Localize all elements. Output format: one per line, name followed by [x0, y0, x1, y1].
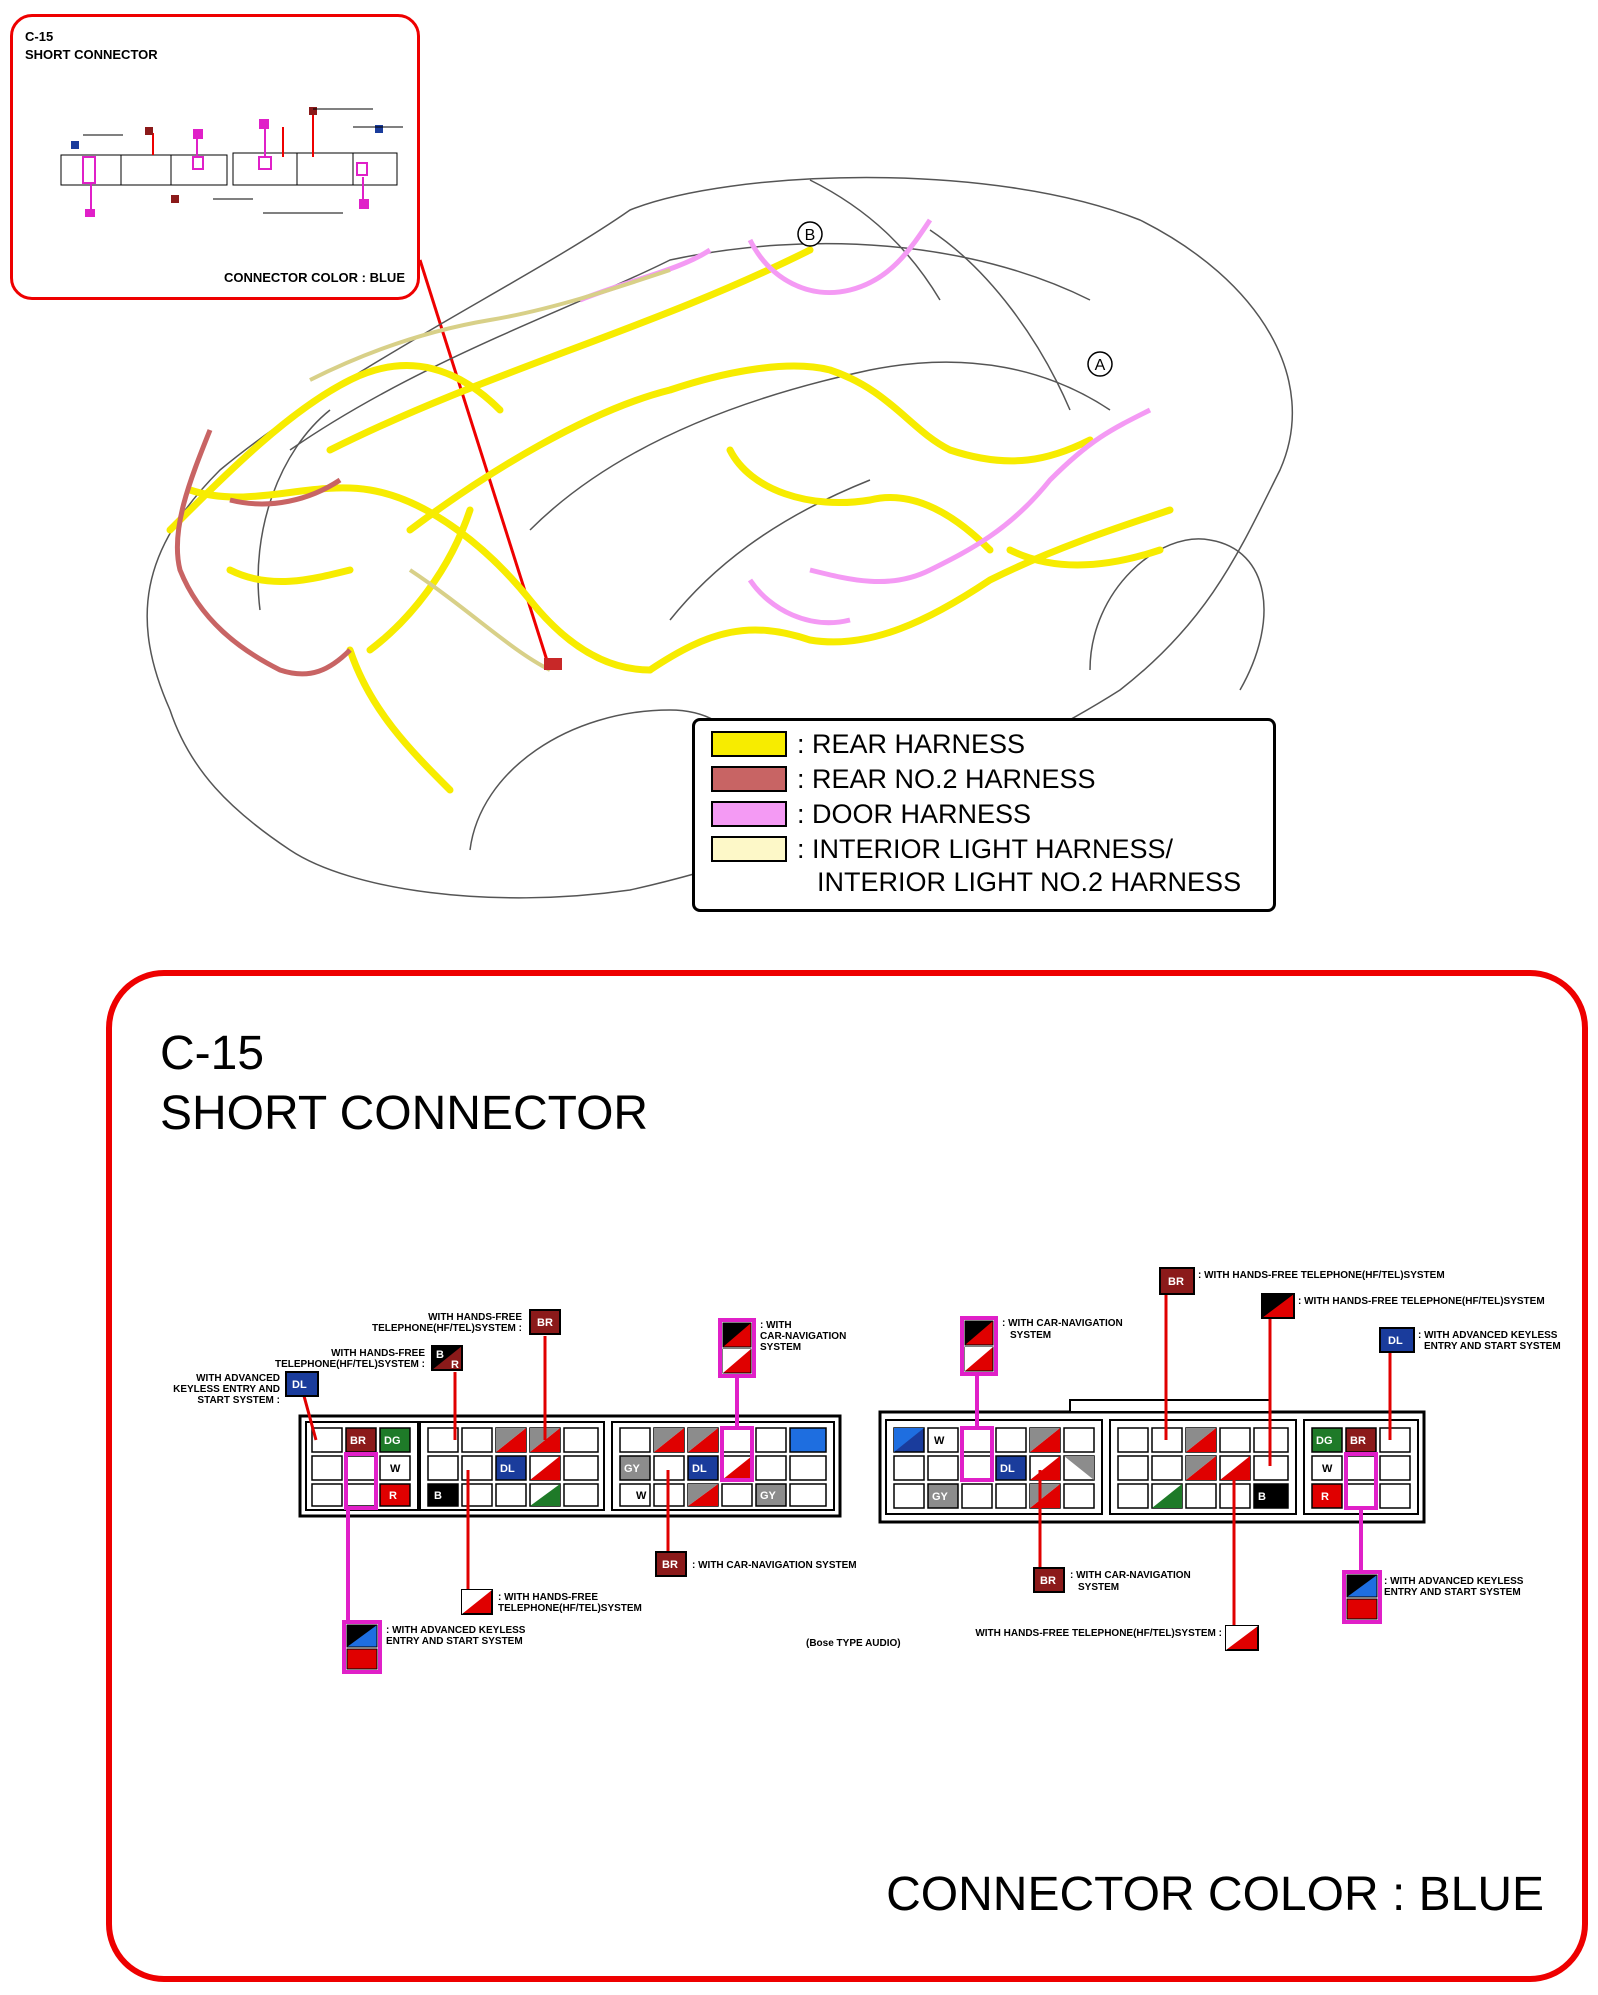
- right-connector: DL GY B DG BR R W W: [878, 1399, 1426, 1524]
- panel-name: SHORT CONNECTOR: [160, 1087, 649, 1140]
- badge-keyless-left: [342, 1620, 382, 1674]
- panel-connector-color: CONNECTOR COLOR : BLUE: [886, 1868, 1544, 1921]
- caption-keyless-dl-right-1: : WITH ADVANCED KEYLESS: [1418, 1330, 1558, 1341]
- legend-item-interior-light-harness: : INTERIOR LIGHT HARNESS/: [711, 834, 1173, 864]
- caption-hf-br-left-2: TELEPHONE(HF/TEL)SYSTEM :: [372, 1323, 522, 1334]
- caption-keyless-left-2: ENTRY AND START SYSTEM: [386, 1636, 523, 1647]
- badge-hf-br-split-left: B R: [431, 1345, 463, 1371]
- caption-hf-split-left-2: TELEPHONE(HF/TEL)SYSTEM :: [275, 1359, 425, 1370]
- caption-keyless-dl-left-3: START SYSTEM :: [197, 1395, 280, 1406]
- car-marker-b: B: [805, 227, 816, 244]
- pin-code-r: R: [389, 1490, 397, 1502]
- car-wiring-illustration: B A: [146, 176, 1294, 899]
- pin-code-gy: GY: [624, 1463, 641, 1475]
- caption-keyless-dl-left-2: KEYLESS ENTRY AND: [173, 1384, 280, 1395]
- badge-keyless-right: [1342, 1570, 1382, 1624]
- panel-code: C-15: [160, 1027, 265, 1080]
- caption-keyless-dl-right-2: ENTRY AND START SYSTEM: [1424, 1341, 1561, 1352]
- caption-keyless-left-1: : WITH ADVANCED KEYLESS: [386, 1625, 526, 1636]
- caption-hf-br2-right: : WITH HANDS-FREE TELEPHONE(HF/TEL)SYSTE…: [1298, 1296, 1545, 1307]
- svg-text:R: R: [451, 1359, 459, 1371]
- pin-code-b: B: [434, 1490, 442, 1502]
- pin-code-dg: DG: [1316, 1435, 1333, 1447]
- caption-nav-right-1: : WITH CAR-NAVIGATION: [1002, 1318, 1123, 1329]
- badge-hf-br-right: BR: [1159, 1267, 1195, 1295]
- badge-nav-right: [960, 1316, 998, 1376]
- inset-mini-diagram: [60, 107, 403, 217]
- legend-swatch: [711, 801, 787, 827]
- badge-keyless-dl-right: DL: [1379, 1327, 1415, 1353]
- pin-code-w: W: [636, 1490, 647, 1502]
- caption-keyless-dl-left-1: WITH ADVANCED: [196, 1373, 280, 1384]
- caption-hf-br-right: : WITH HANDS-FREE TELEPHONE(HF/TEL)SYSTE…: [1198, 1270, 1445, 1281]
- legend-item-door-harness: : DOOR HARNESS: [711, 799, 1031, 829]
- inset-code: C-15: [25, 29, 54, 44]
- legend-swatch: [711, 836, 787, 862]
- car-marker-a: A: [1095, 357, 1106, 374]
- badge-hf-br-left: BR: [529, 1309, 561, 1335]
- pin-code-dl: DL: [1000, 1463, 1015, 1475]
- legend-label: : REAR HARNESS: [797, 728, 1026, 759]
- caption-keyless-right-1: : WITH ADVANCED KEYLESS: [1384, 1576, 1524, 1587]
- left-connector: BR DG DL B R GY DL GY W W: [298, 1414, 842, 1518]
- pin-code-dl: DL: [500, 1463, 515, 1475]
- caption-hf-wr-right: WITH HANDS-FREE TELEPHONE(HF/TEL)SYSTEM …: [975, 1628, 1222, 1639]
- caption-hf-wr-left-2: TELEPHONE(HF/TEL)SYSTEM: [498, 1603, 642, 1614]
- pin-code-gy: GY: [760, 1490, 777, 1502]
- badge-hf-br2-right: [1261, 1293, 1295, 1319]
- pin-code-br: BR: [350, 1435, 366, 1447]
- caption-hf-split-left-1: WITH HANDS-FREE: [331, 1348, 425, 1359]
- svg-text:BR: BR: [1040, 1575, 1056, 1587]
- legend-swatch: [711, 766, 787, 792]
- badge-keyless-dl-left: DL: [285, 1371, 319, 1397]
- svg-text:DL: DL: [292, 1379, 307, 1391]
- inset-connector-color: CONNECTOR COLOR : BLUE: [223, 270, 405, 285]
- caption-nav-left-1: : WITH: [760, 1320, 792, 1331]
- legend-item-rear-no2-harness: : REAR NO.2 HARNESS: [711, 764, 1096, 794]
- legend-label-continuation: INTERIOR LIGHT NO.2 HARNESS: [817, 867, 1242, 897]
- pin-code-dg: DG: [384, 1435, 401, 1447]
- caption-nav-br-left: : WITH CAR-NAVIGATION SYSTEM: [692, 1560, 857, 1571]
- legend-swatch: [711, 731, 787, 757]
- pin-code-dl: DL: [692, 1463, 707, 1475]
- svg-text:DL: DL: [1388, 1335, 1403, 1347]
- pin-code-b: B: [1258, 1491, 1266, 1503]
- legend-label: : DOOR HARNESS: [797, 798, 1032, 829]
- pin-code-br: BR: [1350, 1435, 1366, 1447]
- badge-hf-wr-right: [1225, 1625, 1259, 1651]
- caption-nav-left-2: CAR-NAVIGATION: [760, 1331, 846, 1342]
- svg-text:BR: BR: [537, 1317, 553, 1329]
- pin-code-w: W: [1322, 1463, 1333, 1475]
- badge-hf-wr-left: [461, 1589, 493, 1615]
- inset-name: SHORT CONNECTOR: [25, 47, 158, 62]
- legend-item-rear-harness: : REAR HARNESS: [711, 729, 1025, 759]
- svg-text:B: B: [436, 1349, 444, 1361]
- caption-hf-br-left-1: WITH HANDS-FREE: [428, 1312, 522, 1323]
- caption-nav-left-3: SYSTEM: [760, 1342, 801, 1353]
- legend-label: : REAR NO.2 HARNESS: [797, 763, 1096, 794]
- badge-nav-br-right: BR: [1033, 1567, 1065, 1593]
- harness-legend: : REAR HARNESS : REAR NO.2 HARNESS : DOO…: [692, 718, 1276, 912]
- svg-text:BR: BR: [662, 1559, 678, 1571]
- badge-nav-br-left: BR: [655, 1551, 687, 1577]
- pin-code-w: W: [934, 1435, 945, 1447]
- caption-nav-br-right-1: : WITH CAR-NAVIGATION: [1070, 1570, 1191, 1581]
- svg-text:BR: BR: [1168, 1276, 1184, 1288]
- caption-nav-right-2: SYSTEM: [1010, 1330, 1051, 1341]
- pin-code-gy: GY: [932, 1491, 949, 1503]
- caption-bose: (Bose TYPE AUDIO): [806, 1638, 901, 1649]
- caption-nav-br-right-2: SYSTEM: [1078, 1582, 1119, 1593]
- badge-nav-left: [718, 1318, 756, 1378]
- pin-code-w: W: [390, 1463, 401, 1475]
- caption-keyless-right-2: ENTRY AND START SYSTEM: [1384, 1587, 1521, 1598]
- legend-label: : INTERIOR LIGHT HARNESS/: [797, 833, 1174, 864]
- pin-code-r: R: [1321, 1491, 1329, 1503]
- caption-hf-wr-left-1: : WITH HANDS-FREE: [498, 1592, 598, 1603]
- inset-connector-thumbnail: C-15 SHORT CONNECTOR CONNECTOR: [10, 14, 420, 300]
